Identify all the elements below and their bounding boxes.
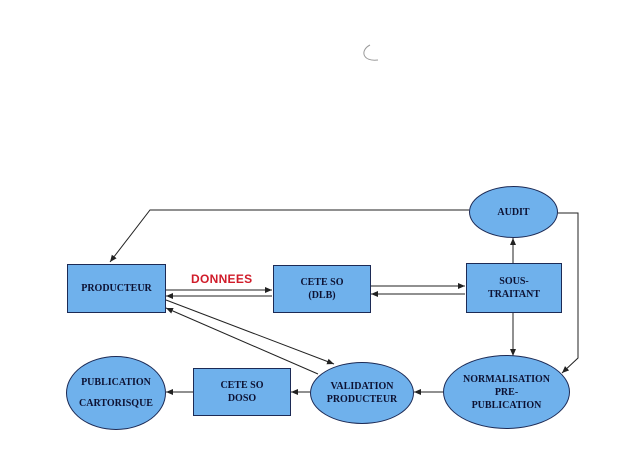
node-cete-so-doso-line2: DOSO (227, 393, 257, 404)
node-normalisation: NORMALISATION PRE- PUBLICATION (443, 355, 570, 429)
node-publication-line3: CARTORISQUE (79, 398, 153, 409)
scan-mark (363, 44, 379, 61)
node-sous-traitant-line2: TRAITANT (487, 289, 541, 300)
node-audit-label: AUDIT (497, 206, 530, 218)
node-validation-line1: VALIDATION (330, 381, 394, 392)
node-publication-cartorisque: PUBLICATION CARTORISQUE (66, 356, 166, 430)
node-cete-so-doso: CETE SO DOSO (193, 368, 291, 416)
node-normalisation-line2: PRE- (494, 386, 519, 398)
arrow-validation-to-producteur (165, 307, 319, 375)
node-normalisation-line3: PUBLICATION (471, 399, 542, 411)
node-cete-so-dlb-line2: (DLB) (308, 290, 336, 301)
node-sous-traitant: SOUS- TRAITANT (466, 263, 562, 313)
node-validation-producteur: VALIDATION PRODUCTEUR (310, 362, 414, 424)
node-publication-line2 (79, 389, 153, 397)
node-normalisation-line1: NORMALISATION (462, 373, 551, 385)
node-producteur-label: PRODUCTEUR (81, 283, 152, 294)
node-audit: AUDIT (469, 186, 558, 238)
arrow-producteur-to-validation (165, 299, 335, 365)
node-publication-line1: PUBLICATION (81, 377, 151, 388)
node-cete-so-doso-line1: CETE SO (220, 380, 264, 391)
arrow-audit-to-normalisation (558, 212, 579, 374)
node-producteur: PRODUCTEUR (67, 264, 166, 313)
node-cete-so-dlb-line1: CETE SO (300, 277, 344, 288)
arrow-audit-to-producteur (109, 209, 469, 263)
edge-label-donnees: DONNEES (191, 272, 253, 286)
node-sous-traitant-line1: SOUS- (499, 276, 529, 287)
node-validation-line2: PRODUCTEUR (326, 394, 398, 405)
node-cete-so-dlb: CETE SO (DLB) (273, 265, 371, 313)
